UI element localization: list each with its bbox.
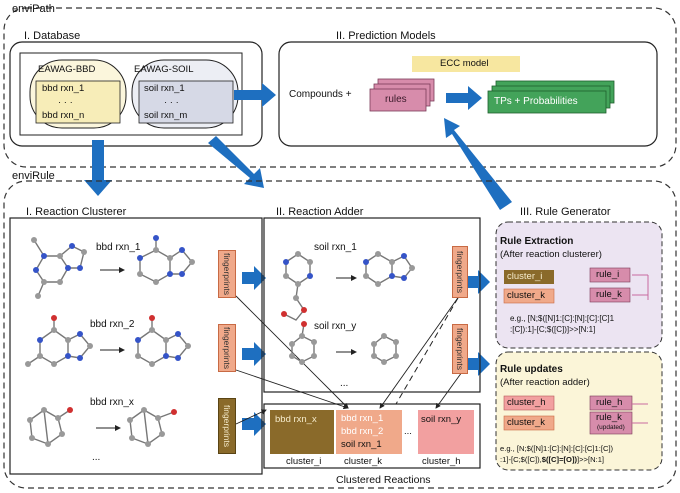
adder-ellipsis: ... [340,378,349,389]
adder-fingerprint-y: fingerprints [452,324,468,374]
extraction-example-line-1: e.g., [N;$([N]1:[C]:[N]:[C]:[C]1 [510,314,615,323]
cluster-h-label: cluster_h [422,456,461,467]
rules-label: rules [385,94,407,105]
soil-row-1: soil rxn_1 [144,83,185,94]
cluster-h-row-1: soil rxn_y [421,414,462,425]
cluster-i-cell [270,410,334,454]
generator-label: III. Rule Generator [520,206,611,218]
extraction-rule-i: rule_i [596,269,620,280]
bbd-row-n: bbd rxn_n [42,110,85,121]
soil-db-name: EAWAG-SOIL [134,64,194,75]
soil-row-m: soil rxn_m [144,110,188,121]
bbd-db-name: EAWAG-BBD [38,64,96,75]
adder-label: II. Reaction Adder [276,206,364,218]
updates-cluster-h: cluster_h [507,397,546,408]
cluster-k-row-1: bbd rxn_1 [341,413,384,424]
cluster-k-row-2: bbd rxn_2 [341,426,384,437]
envipath-frame [3,7,677,168]
updates-example-line-1: e.g., [N;$([N]1:[C]:[N]:[C]:[C]1:[C]) [500,444,614,453]
updates-cluster-k: cluster_k [507,417,546,428]
cluster-k-cell [336,410,402,454]
updates-updated-tag: (updated) [597,424,625,431]
ecc-model-box [412,56,520,72]
extraction-rule-k: rule_k [596,289,622,300]
updates-example-line-2: :1]-[C;$([C]),$([C]=[O])]>>[N:1] [500,455,605,464]
clustered-frame [263,403,481,469]
rule-updates-subtitle: (After reaction adder) [500,377,590,388]
atoms [25,235,415,447]
cluster-h-cell [418,410,474,454]
clusters-ellipsis: ... [404,426,412,437]
extraction-cluster-i: cluster_i [507,271,543,282]
cluster-i-label: cluster_i [286,456,322,467]
cluster-i-row-1: bbd rxn_x [275,414,317,425]
envirule-title: enviRule [12,170,55,182]
updates-rule-k: rule_k [596,412,622,423]
adder-rxn-1: soil rxn_1 [314,242,357,253]
extraction-cluster-k: cluster_k [507,290,546,301]
compounds-label: Compounds + [289,89,352,100]
rule-extraction-subtitle: (After reaction clusterer) [500,249,602,260]
adder-frame [263,217,481,393]
prediction-label: II. Prediction Models [336,30,436,42]
extraction-example-line-2: :[C]):1]-[C;$([C])]>>[N:1] [510,325,596,334]
envirule-frame [3,180,677,489]
cluster-k-row-3: soil rxn_1 [341,439,382,450]
rule-updates-title: Rule updates [500,364,563,375]
clusterer-rxn-2: bbd rxn_2 [90,319,135,330]
clusterer-ellipsis: ... [92,452,101,463]
clusterer-fingerprint-2: fingerprints [218,324,236,372]
rules-stack [369,88,427,112]
clusterer-fingerprint-1: fingerprints [218,250,236,298]
adder-fingerprint-1: fingerprints [452,246,468,298]
tps-stack [487,90,607,114]
ecc-model-label: ECC model [440,58,489,69]
rule-updates-box [495,351,663,471]
tps-label: TPs + Probabilities [494,96,578,107]
database-label: I. Database [24,30,81,42]
adder-rxn-y: soil rxn_y [314,321,357,332]
bbd-row-1: bbd rxn_1 [42,83,85,94]
envipath-title: enviPath [12,3,55,15]
cluster-k-label: cluster_k [344,456,383,467]
bbd-row-ellipsis: · · · [58,97,73,108]
clusterer-rxn-1: bbd rxn_1 [96,242,141,253]
clustered-footer: Clustered Reactions [336,474,431,486]
updates-rule-h: rule_h [596,397,623,408]
clusterer-label: I. Reaction Clusterer [26,206,127,218]
soil-row-ellipsis: · · · [164,97,179,108]
rule-extraction-title: Rule Extraction [500,236,574,247]
rule-extraction-box [495,221,663,349]
clusterer-rxn-x: bbd rxn_x [90,397,134,408]
clusterer-fingerprint-x: fingerprints [218,398,236,454]
clusterer-frame [9,217,263,475]
